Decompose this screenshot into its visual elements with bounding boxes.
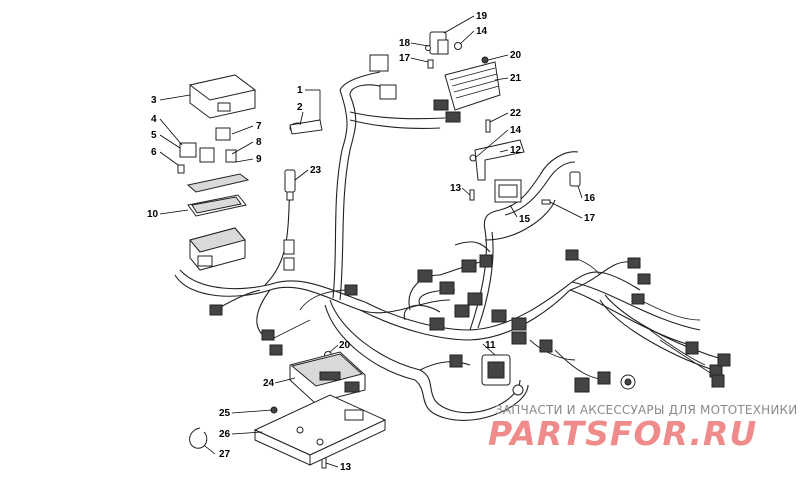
top-connectors bbox=[369, 54, 461, 123]
callout-20-lower: 20 bbox=[339, 340, 351, 351]
callout-20-upper: 20 bbox=[510, 50, 522, 61]
callout-11: 11 bbox=[485, 340, 496, 351]
watermark-logo: PARTSFOR.RU bbox=[488, 414, 758, 453]
callout-10: 10 bbox=[147, 209, 159, 220]
callout-26: 26 bbox=[219, 429, 231, 440]
callout-3: 3 bbox=[151, 95, 157, 106]
callout-22: 22 bbox=[510, 108, 522, 119]
sensor-2 bbox=[289, 119, 323, 135]
callout-14-upper: 14 bbox=[476, 26, 488, 37]
callout-12: 12 bbox=[510, 145, 522, 156]
callout-17-lower: 17 bbox=[584, 213, 596, 224]
watermark-tagline: ЗАПЧАСТИ И АКСЕССУАРЫ ДЛЯ МОТОТЕХНИКИ bbox=[495, 403, 798, 417]
leader-lines bbox=[159, 15, 583, 468]
callout-17-upper: 17 bbox=[399, 53, 411, 64]
callout-7: 7 bbox=[256, 121, 262, 132]
callout-5: 5 bbox=[151, 130, 157, 141]
callout-13-lower: 13 bbox=[340, 462, 352, 473]
callout-25: 25 bbox=[219, 408, 231, 419]
callout-14-lower: 14 bbox=[510, 125, 522, 136]
callout-24: 24 bbox=[263, 378, 275, 389]
ecu-module bbox=[289, 351, 366, 404]
sensor-23 bbox=[283, 169, 296, 271]
fuse-box-cover bbox=[188, 74, 257, 119]
harness-connectors bbox=[209, 249, 731, 393]
callout-23: 23 bbox=[310, 165, 322, 176]
voltage-regulator bbox=[444, 61, 501, 111]
bracket-19 bbox=[429, 31, 449, 55]
fuse-strip bbox=[186, 173, 250, 193]
clip-27 bbox=[189, 427, 208, 449]
callout-4: 4 bbox=[151, 114, 157, 125]
callout-27: 27 bbox=[219, 449, 231, 460]
connector-16 bbox=[569, 171, 581, 187]
connector-11 bbox=[481, 354, 524, 396]
round-connector bbox=[620, 374, 636, 390]
callout-21: 21 bbox=[510, 73, 522, 84]
relays bbox=[177, 127, 237, 174]
callout-9: 9 bbox=[256, 154, 262, 165]
callout-8: 8 bbox=[256, 137, 262, 148]
ecu-tray bbox=[253, 394, 387, 466]
callout-19: 19 bbox=[476, 11, 488, 22]
callout-18: 18 bbox=[399, 38, 411, 49]
callout-6: 6 bbox=[151, 147, 157, 158]
callout-13-upper: 13 bbox=[450, 183, 462, 194]
bracket-12 bbox=[474, 139, 525, 181]
callout-labels: 1 2 3 4 5 6 7 8 9 10 11 12 13 13 14 14 1… bbox=[147, 11, 596, 473]
fuse-box-base bbox=[189, 227, 246, 271]
callout-15: 15 bbox=[519, 214, 531, 225]
callout-1: 1 bbox=[297, 85, 303, 96]
fuse-box-gasket bbox=[187, 194, 247, 217]
callout-2: 2 bbox=[297, 102, 303, 113]
callout-16: 16 bbox=[584, 193, 596, 204]
relay-15 bbox=[494, 179, 522, 203]
